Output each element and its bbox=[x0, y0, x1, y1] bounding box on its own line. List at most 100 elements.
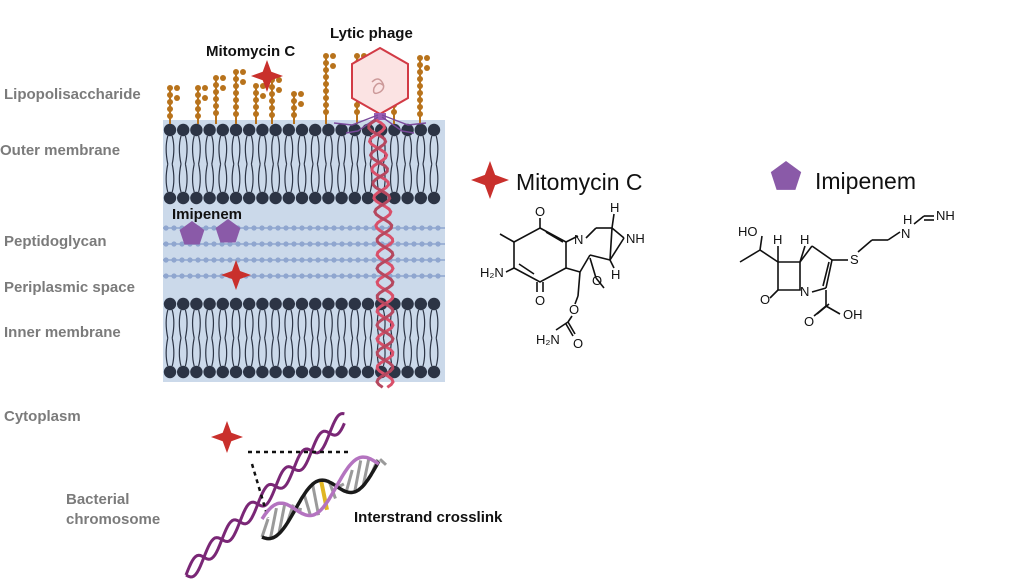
lps-sugar bbox=[323, 95, 329, 101]
peptidoglycan-unit bbox=[179, 241, 185, 247]
lipid-head bbox=[414, 191, 427, 205]
scene-markers bbox=[179, 60, 283, 453]
base-pair bbox=[344, 469, 354, 493]
peptidoglycan-unit bbox=[371, 273, 377, 279]
lipid-tail bbox=[303, 309, 307, 367]
base-pair bbox=[302, 494, 312, 515]
lipid-tail bbox=[250, 309, 254, 367]
bacterial-chromosome bbox=[184, 411, 350, 579]
peptidoglycan-unit bbox=[267, 225, 273, 231]
lipid-tail bbox=[264, 309, 267, 367]
peptidoglycan-unit bbox=[395, 241, 401, 247]
peptidoglycan-unit bbox=[323, 225, 329, 231]
lps-sugar bbox=[167, 92, 173, 98]
peptidoglycan-unit bbox=[411, 241, 417, 247]
peptidoglycan-unit bbox=[251, 273, 257, 279]
peptidoglycan-unit bbox=[203, 273, 209, 279]
base-pair bbox=[311, 483, 321, 516]
lipid-tail bbox=[416, 309, 420, 367]
lipid-head bbox=[427, 365, 441, 379]
lipid-tail bbox=[205, 135, 208, 193]
legend-mitomycin-star bbox=[471, 161, 509, 199]
lipid-head bbox=[427, 297, 441, 311]
imipenem-h1: H bbox=[773, 232, 782, 247]
lipid-head bbox=[322, 297, 335, 311]
peptidoglycan-unit bbox=[315, 257, 321, 263]
lps-sugar bbox=[253, 83, 259, 89]
imipenem-hydroxyl: HO bbox=[738, 224, 758, 239]
lps-sugar bbox=[167, 106, 173, 112]
lps-sugar bbox=[269, 98, 275, 104]
peptidoglycan-unit bbox=[259, 257, 265, 263]
lipid-head bbox=[269, 123, 282, 137]
lps-sugar bbox=[213, 89, 219, 95]
peptidoglycan-unit bbox=[395, 273, 401, 279]
mitomycin-h-top: H bbox=[610, 200, 619, 215]
imipenem-h2: H bbox=[800, 232, 809, 247]
lipid-head bbox=[348, 123, 361, 137]
lipid-head bbox=[401, 365, 414, 379]
peptidoglycan-unit bbox=[275, 225, 281, 231]
peptidoglycan-unit bbox=[371, 241, 377, 247]
lipid-tail bbox=[237, 309, 241, 367]
lipid-head bbox=[269, 297, 282, 311]
peptidoglycan-unit bbox=[163, 241, 169, 247]
peptidoglycan-unit bbox=[267, 241, 273, 247]
lps-sugar bbox=[323, 109, 329, 115]
imipenem-beta-lactam bbox=[777, 261, 801, 291]
lipid-tail bbox=[396, 135, 399, 193]
lipid-tail bbox=[422, 135, 426, 193]
lipid-head bbox=[216, 365, 229, 379]
lps-sugar bbox=[276, 77, 282, 83]
lps-sugar bbox=[253, 104, 259, 110]
peptidoglycan-unit bbox=[291, 273, 297, 279]
peptidoglycan-unit bbox=[427, 225, 433, 231]
lps-sugar bbox=[213, 96, 219, 102]
imipenem-imine-nh: NH bbox=[936, 208, 955, 223]
lipid-head bbox=[335, 123, 348, 137]
peptidoglycan-unit bbox=[339, 225, 345, 231]
peptidoglycan-unit bbox=[259, 241, 265, 247]
lipid-head bbox=[322, 191, 335, 205]
lipid-head bbox=[203, 297, 216, 311]
peptidoglycan-unit bbox=[307, 257, 313, 263]
lipid-head bbox=[388, 191, 401, 205]
lipid-tail bbox=[184, 309, 188, 367]
lipid-head bbox=[229, 123, 243, 137]
lipid-head bbox=[282, 297, 295, 311]
lipid-tail bbox=[284, 309, 288, 367]
lipid-tail bbox=[356, 309, 360, 367]
peptidoglycan-unit bbox=[163, 225, 169, 231]
lipid-head bbox=[203, 123, 216, 137]
label-inner-membrane: Inner membrane bbox=[4, 324, 121, 341]
lipid-head bbox=[309, 365, 322, 379]
peptidoglycan-unit bbox=[339, 273, 345, 279]
peptidoglycan-unit bbox=[275, 241, 281, 247]
peptidoglycan-unit bbox=[403, 273, 409, 279]
base-pair bbox=[353, 460, 363, 493]
peptidoglycan-unit bbox=[187, 273, 193, 279]
lps-sugar bbox=[291, 98, 297, 104]
lipid-tail bbox=[416, 135, 420, 193]
peptidoglycan-unit bbox=[211, 257, 217, 263]
peptidoglycan-unit bbox=[283, 273, 289, 279]
lps-sugar bbox=[276, 87, 282, 93]
lipid-tail bbox=[310, 309, 314, 367]
lipid-tail bbox=[184, 135, 188, 193]
lps-sugar bbox=[354, 102, 360, 108]
membrane-background bbox=[163, 120, 445, 382]
lipid-tail bbox=[165, 309, 169, 367]
lps-sugar bbox=[213, 110, 219, 116]
peptidoglycan-unit bbox=[251, 257, 257, 263]
mitomycin-star-cytoplasm bbox=[211, 421, 243, 453]
lipid-head bbox=[414, 365, 427, 379]
lipid-head bbox=[229, 191, 243, 205]
lps-sugar bbox=[354, 53, 360, 59]
lps-sugar bbox=[233, 97, 239, 103]
lipid-tail bbox=[389, 135, 393, 193]
lps-sugar bbox=[213, 103, 219, 109]
lipid-head bbox=[177, 365, 190, 379]
lipid-tail bbox=[403, 309, 406, 367]
mitomycin-methoxy-o: O bbox=[592, 273, 602, 288]
